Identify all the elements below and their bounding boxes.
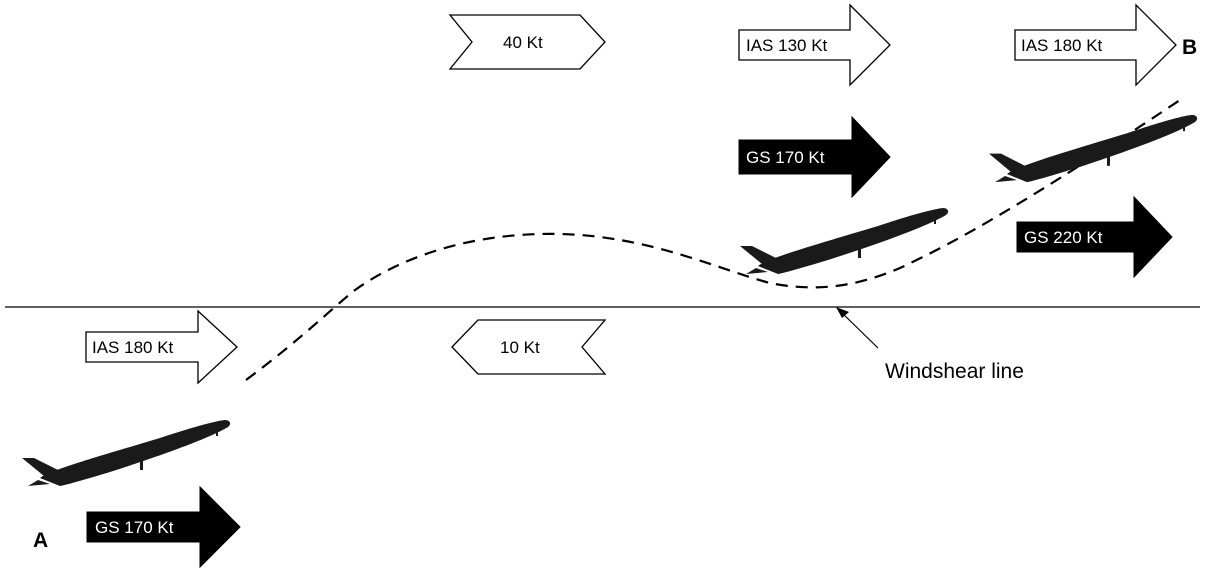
windshear-pointer (836, 307, 879, 349)
ias-arrow-mid: IAS 130 Kt (738, 3, 891, 87)
svg-text:GS 170 Kt: GS 170 Kt (95, 518, 174, 537)
aircraft-a (22, 420, 231, 486)
windshear-label: Windshear line (885, 360, 1024, 383)
gs-arrow-mid: GS 170 Kt (738, 115, 891, 199)
svg-text:IAS 180 Kt: IAS 180 Kt (1021, 36, 1103, 55)
point-b-label: B (1182, 36, 1197, 59)
gs-arrow-b: GS 220 Kt (1016, 195, 1173, 279)
gs-arrow-a: GS 170 Kt (86, 485, 241, 569)
aircraft-b (989, 114, 1198, 183)
flight-path (245, 99, 1181, 381)
svg-text:GS 170 Kt: GS 170 Kt (746, 148, 825, 167)
wind-arrow-below: 10 Kt (451, 319, 607, 375)
svg-text:10 Kt: 10 Kt (500, 338, 540, 357)
wind-arrow-above: 40 Kt (448, 14, 606, 70)
svg-text:GS 220 Kt: GS 220 Kt (1024, 228, 1103, 247)
ias-arrow-a: IAS 180 Kt (85, 309, 238, 385)
aircraft-mid (740, 208, 949, 274)
ias-arrow-b: IAS 180 Kt (1014, 3, 1177, 87)
svg-text:IAS 130 Kt: IAS 130 Kt (746, 36, 828, 55)
point-a-label: A (33, 529, 48, 552)
svg-text:IAS 180 Kt: IAS 180 Kt (92, 338, 174, 357)
svg-text:40 Kt: 40 Kt (503, 33, 543, 52)
